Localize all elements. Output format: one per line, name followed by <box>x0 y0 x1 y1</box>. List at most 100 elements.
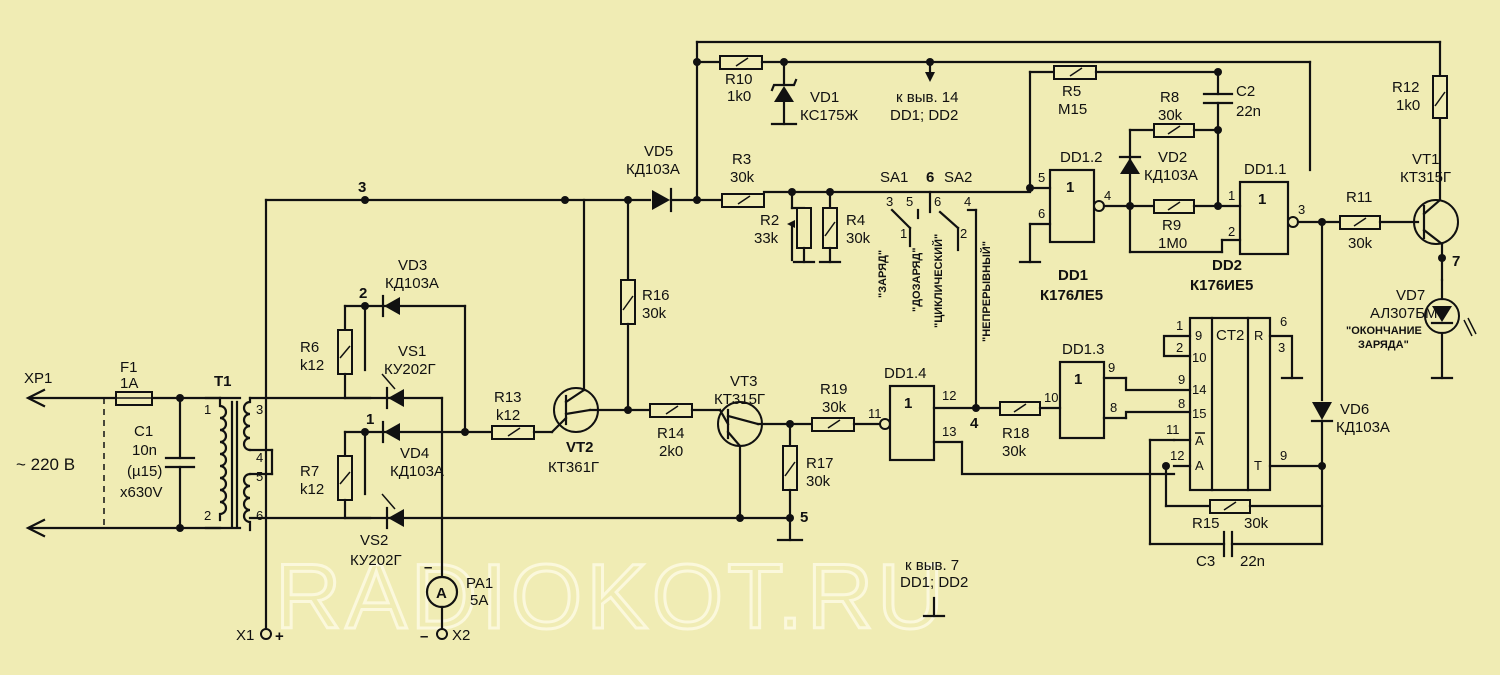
mode-recharge: "ДОЗАРЯД" <box>911 248 923 312</box>
dd1-1-pin1: 1 <box>1228 188 1235 203</box>
vt2-type: КТ361Г <box>548 459 599 476</box>
f1-ref: F1 <box>120 359 138 376</box>
vd2-type: КД103А <box>1144 167 1198 184</box>
dd1-2-pin5: 5 <box>1038 170 1045 185</box>
dd2-r: R <box>1254 328 1263 343</box>
t1-pin6: 6 <box>256 508 263 523</box>
r2-ref: R2 <box>760 212 779 229</box>
r13-ref: R13 <box>494 389 522 406</box>
gate-dd1-1: DD1.1 1 1 2 3 <box>1228 60 1342 256</box>
dd2-ref: DD2 <box>1212 257 1242 274</box>
resistor-r19: R19 30k <box>788 381 882 432</box>
vt3-ref: VT3 <box>730 373 758 390</box>
gate-dd1-2: DD1.2 1 5 6 4 R5 M15 <box>1018 65 1222 264</box>
fuse-f1: F1 1A <box>115 359 153 406</box>
dd1-3-pin10: 10 <box>1044 390 1058 405</box>
r15-ref: R15 <box>1192 515 1220 532</box>
dd2-abar: A <box>1195 433 1204 448</box>
dd1-2-pin4: 4 <box>1104 188 1111 203</box>
dd1-1-ref: DD1.1 <box>1244 161 1287 178</box>
r17-value: 30k <box>806 473 831 490</box>
r18-ref: R18 <box>1002 425 1030 442</box>
x2-sign: – <box>420 628 428 645</box>
pa1-value: 5A <box>470 592 488 609</box>
dd2-a: A <box>1195 458 1204 473</box>
t1-pin5: 5 <box>256 469 263 484</box>
r12-value: 1k0 <box>1396 97 1420 114</box>
dd1-4-pin12: 12 <box>942 388 956 403</box>
vd7-ref: VD7 <box>1396 287 1425 304</box>
dd2-t: T <box>1254 458 1262 473</box>
r16-value: 30k <box>642 305 667 322</box>
dd2-in-pin8: 8 <box>1178 396 1185 411</box>
vs1-type: КУ202Г <box>384 361 436 378</box>
mains-input: XP1 ~ 220 В <box>16 370 242 538</box>
dd1-2-symbol: 1 <box>1066 179 1074 196</box>
dd1-label: DD1 К176ЛЕ5 <box>1040 267 1103 304</box>
t1-pin4: 4 <box>256 450 263 465</box>
vd7-type: АЛ307БМ <box>1370 305 1438 322</box>
transformer-t1: T1 1 2 3 4 5 6 <box>204 373 263 532</box>
ammeter-pa1: A – PA1 5A <box>424 559 493 630</box>
dd2-in-pin9: 9 <box>1178 372 1185 387</box>
dd2-pin15: 15 <box>1192 406 1206 421</box>
r15-c3: R15 30k C3 22n <box>1148 499 1324 570</box>
dd1-3-pin9: 9 <box>1108 360 1115 375</box>
pin7-note: к выв. 7 DD1; DD2 <box>900 557 968 618</box>
r10-value: 1k0 <box>727 88 751 105</box>
gate-dd1-4: DD1.4 1 11 12 13 <box>868 365 1176 476</box>
c3-ref: C3 <box>1196 553 1215 570</box>
t1-pin1: 1 <box>204 402 211 417</box>
dd1-4-ref: DD1.4 <box>884 365 927 382</box>
vd6-type: КД103А <box>1336 419 1390 436</box>
r13-value: k12 <box>496 407 520 424</box>
dd2-pin3: 3 <box>1278 340 1285 355</box>
r19-ref: R19 <box>820 381 848 398</box>
r8-value: 30k <box>1158 107 1183 124</box>
dd1-1-pin3: 3 <box>1298 202 1305 217</box>
pin7-l2: DD1; DD2 <box>900 574 968 591</box>
pin14-l2: DD1; DD2 <box>890 107 958 124</box>
resistor-r16: R16 30k <box>620 196 670 412</box>
c1-v1: 10n <box>132 442 157 459</box>
vs2-ref: VS2 <box>360 532 388 549</box>
pa1-ref: PA1 <box>466 575 493 592</box>
dd1-1-symbol: 1 <box>1258 191 1266 208</box>
c2-value: 22n <box>1236 103 1261 120</box>
vd1-ref: VD1 <box>810 89 839 106</box>
dd1-1-pin2: 2 <box>1228 224 1235 239</box>
c1-ref: C1 <box>134 423 153 440</box>
dd2-pin12: 12 <box>1170 448 1184 463</box>
r8-ref: R8 <box>1160 89 1179 106</box>
r19-value: 30k <box>822 399 847 416</box>
t1-pin2: 2 <box>204 508 211 523</box>
top-rail: VD5 КД103А R3 30k R10 1k0 к выв. 14 DD1;… <box>626 40 1442 213</box>
output-terminals: X1 + – X2 <box>236 627 470 645</box>
dd1-2-ref: DD1.2 <box>1060 149 1103 166</box>
f1-value: 1A <box>120 375 138 392</box>
mode-cyclic: "ЦИКЛИЧЕСКИЙ" <box>932 234 945 328</box>
r7-ref: R7 <box>300 463 319 480</box>
sa1-contact5: 5 <box>906 194 913 209</box>
vt1-ref: VT1 <box>1412 151 1440 168</box>
r6-ref: R6 <box>300 339 319 356</box>
gate-dd1-3: DD1.3 1 10 9 8 <box>1044 341 1192 440</box>
vd4-type: КД103А <box>390 463 444 480</box>
mode-charge: "ЗАРЯД" <box>877 250 889 298</box>
vd3-ref: VD3 <box>398 257 427 274</box>
dd1-3-pin8: 8 <box>1110 400 1117 415</box>
sa2-contact2: 2 <box>960 226 967 241</box>
mains-voltage-label: ~ 220 В <box>16 455 75 474</box>
mode-switches: SA1 6 SA2 3 5 1 6 4 2 4 "ЗАРЯД" "ДОЗАРЯД… <box>877 169 993 432</box>
dd1-2-pin6: 6 <box>1038 206 1045 221</box>
dd2-pin10: 10 <box>1192 350 1206 365</box>
x1-label: X1 <box>236 627 254 644</box>
dd2-pin14: 14 <box>1192 382 1206 397</box>
pin14-l1: к выв. 14 <box>896 89 958 106</box>
zener-vd1: VD1 КС175Ж <box>770 60 858 126</box>
r2-value: 33k <box>754 230 779 247</box>
vd5-type: КД103А <box>626 161 680 178</box>
r12-ref: R12 <box>1392 79 1420 96</box>
sa1-contact3: 3 <box>886 194 893 209</box>
dd2-pin9-right: 9 <box>1280 448 1287 463</box>
